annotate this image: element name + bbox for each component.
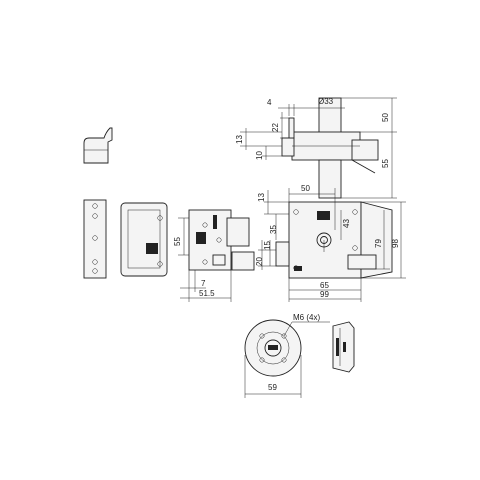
cylinder-side-profile <box>332 321 355 373</box>
keyway <box>268 345 278 350</box>
dim-98-side: 98 <box>391 239 400 248</box>
dim-99-side: 99 <box>320 290 329 299</box>
screw-hole <box>281 357 287 363</box>
dim-dia33: Ø33 <box>318 97 334 106</box>
dim-13-side: 13 <box>257 193 266 202</box>
screw-hole <box>259 357 265 363</box>
screw-hole <box>216 237 222 243</box>
screw-hole <box>202 222 208 228</box>
dim-65-side: 65 <box>320 281 329 290</box>
side-view: 50 13 35 43 79 98 20 15 65 99 <box>255 184 406 302</box>
cylinder-view: M6 (4x) 59 <box>244 313 330 398</box>
dim-13-top: 13 <box>235 135 244 144</box>
dim-59-cylinder: 59 <box>268 383 277 392</box>
logo-mark <box>317 211 330 220</box>
dim-7-front: 7 <box>201 279 206 288</box>
dim-55-top: 55 <box>381 159 390 168</box>
screw-hole <box>92 268 98 274</box>
screw-hole <box>352 209 358 215</box>
logo-mark <box>146 243 158 254</box>
dim-15-side: 15 <box>263 241 272 250</box>
screw-hole <box>157 215 163 221</box>
screw-hole <box>92 203 98 209</box>
screw-hole <box>293 209 299 215</box>
front-view: 55 7 51.5 <box>173 209 255 302</box>
striking-plate-box <box>120 202 168 277</box>
striking-plate-small <box>83 127 113 164</box>
screw-hole <box>202 259 208 265</box>
dim-51-5-front: 51.5 <box>199 289 215 298</box>
striking-plate-flat <box>83 199 107 279</box>
dim-55-front: 55 <box>173 237 182 246</box>
screw-hole <box>157 261 163 267</box>
dim-10-top: 10 <box>255 151 264 160</box>
dim-43-side: 43 <box>342 219 351 228</box>
dim-35-side: 35 <box>269 225 278 234</box>
screw-hole <box>92 259 98 265</box>
screw-hole <box>92 213 98 219</box>
dim-50-side: 50 <box>301 184 310 193</box>
screw-hole <box>281 333 287 339</box>
dim-79-side: 79 <box>374 239 383 248</box>
top-view: 4 Ø33 50 55 22 13 10 <box>235 97 397 199</box>
dim-22-top: 22 <box>271 123 280 132</box>
dim-4-top: 4 <box>267 98 272 107</box>
screw-hole <box>92 235 98 241</box>
label-m6-4x: M6 (4x) <box>293 313 320 322</box>
screw-hole <box>259 333 265 339</box>
dim-20-side: 20 <box>255 257 264 266</box>
logo-mark <box>196 232 206 244</box>
dim-50-top: 50 <box>381 113 390 122</box>
screw-hole <box>352 245 358 251</box>
